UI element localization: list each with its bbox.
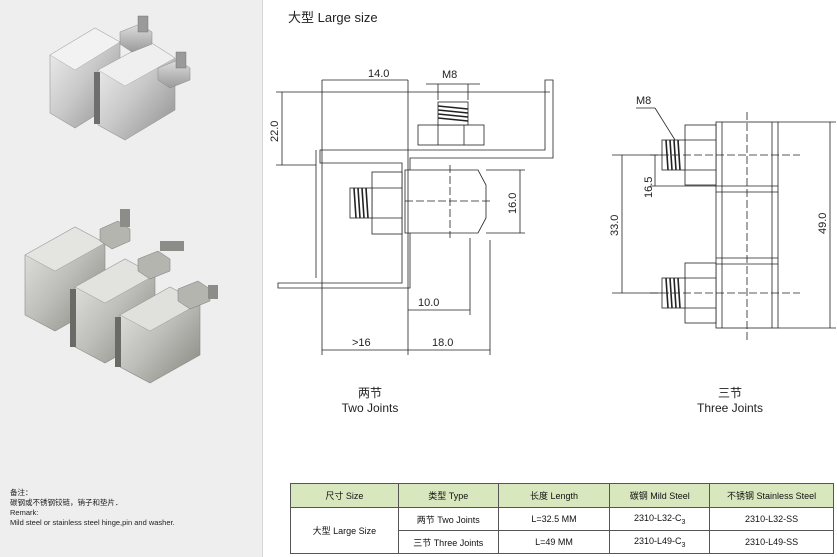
panel-divider bbox=[262, 0, 263, 557]
header-length: 长度 Length bbox=[497, 483, 611, 508]
dim-22: 22.0 bbox=[269, 121, 281, 142]
remark-text-cn: 碳钢或不锈钢铰链，销子和垫片． bbox=[10, 498, 123, 507]
page-title: 大型 Large size bbox=[288, 10, 378, 25]
mild-code: 2310-L49-C bbox=[634, 535, 682, 546]
two-joints-drawing bbox=[276, 79, 554, 355]
dim-10: 10.0 bbox=[418, 297, 439, 309]
dim-18: 18.0 bbox=[432, 337, 453, 349]
caption-three-cn: 三节 bbox=[717, 386, 742, 400]
caption-two-en: Two Joints bbox=[341, 401, 399, 415]
header-size: 尺寸 Size bbox=[290, 483, 399, 508]
type-cell: 两节 Two Joints bbox=[397, 507, 499, 531]
three-joints-drawing bbox=[612, 107, 836, 340]
stainless-cell: 2310-L32-SS bbox=[709, 507, 834, 531]
dim-49: 49.0 bbox=[817, 213, 829, 234]
remark-label: 备注： bbox=[10, 488, 33, 497]
type-cell: 三节 Three Joints bbox=[397, 530, 499, 554]
dim-16-5: 16.5 bbox=[643, 177, 655, 198]
header-type: 类型 Type bbox=[397, 483, 499, 508]
dim-16: 16.0 bbox=[507, 193, 519, 214]
mild-code-sub: 3 bbox=[681, 518, 686, 526]
remark-note: 备注： 碳钢或不锈钢铰链，销子和垫片． Remark: Mild steel o… bbox=[10, 488, 175, 528]
dim-m8-three: M8 bbox=[636, 95, 651, 107]
mild-steel-cell: 2310-L49-C3 bbox=[609, 530, 711, 554]
spec-table: 尺寸 Size 类型 Type 长度 Length 碳钢 Mild Steel … bbox=[290, 483, 834, 554]
table-row: 大型 Large Size 两节 Two Joints L=32.5 MM 23… bbox=[290, 507, 834, 554]
three-joint-hinge-photo bbox=[24, 209, 218, 384]
header-stainless-steel: 不锈钢 Stainless Steel bbox=[709, 483, 834, 508]
dim-m8-two: M8 bbox=[442, 69, 457, 81]
remark-text-en: Mild steel or stainless steel hinge,pin … bbox=[10, 518, 175, 527]
dim-gt16: >16 bbox=[352, 337, 371, 349]
caption-two-joints: 两节 Two Joints bbox=[320, 386, 420, 416]
mild-steel-cell: 2310-L32-C3 bbox=[609, 507, 711, 531]
table-header-row: 尺寸 Size 类型 Type 长度 Length 碳钢 Mild Steel … bbox=[290, 483, 834, 508]
mild-code: 2310-L32-C bbox=[634, 512, 682, 523]
caption-three-en: Three Joints bbox=[696, 401, 764, 415]
stainless-cell: 2310-L49-SS bbox=[709, 530, 834, 554]
size-cell: 大型 Large Size bbox=[290, 507, 399, 554]
two-joint-hinge-photo bbox=[49, 15, 191, 141]
dim-14: 14.0 bbox=[368, 68, 389, 80]
header-mild-steel: 碳钢 Mild Steel bbox=[609, 483, 711, 508]
caption-three-joints: 三节 Three Joints bbox=[680, 386, 780, 416]
length-cell: L=32.5 MM bbox=[497, 507, 611, 531]
mild-code-sub: 3 bbox=[681, 541, 686, 549]
caption-two-cn: 两节 bbox=[357, 386, 382, 400]
length-cell: L=49 MM bbox=[497, 530, 611, 554]
technical-drawings: 14.0 M8 22.0 16.0 10.0 >16 18.0 M8 16.5 … bbox=[269, 68, 836, 355]
dim-33: 33.0 bbox=[609, 215, 621, 236]
table-row: 三节 Three Joints L=49 MM 2310-L49-C3 2310… bbox=[291, 530, 834, 554]
remark-label-en: Remark: bbox=[10, 508, 39, 517]
